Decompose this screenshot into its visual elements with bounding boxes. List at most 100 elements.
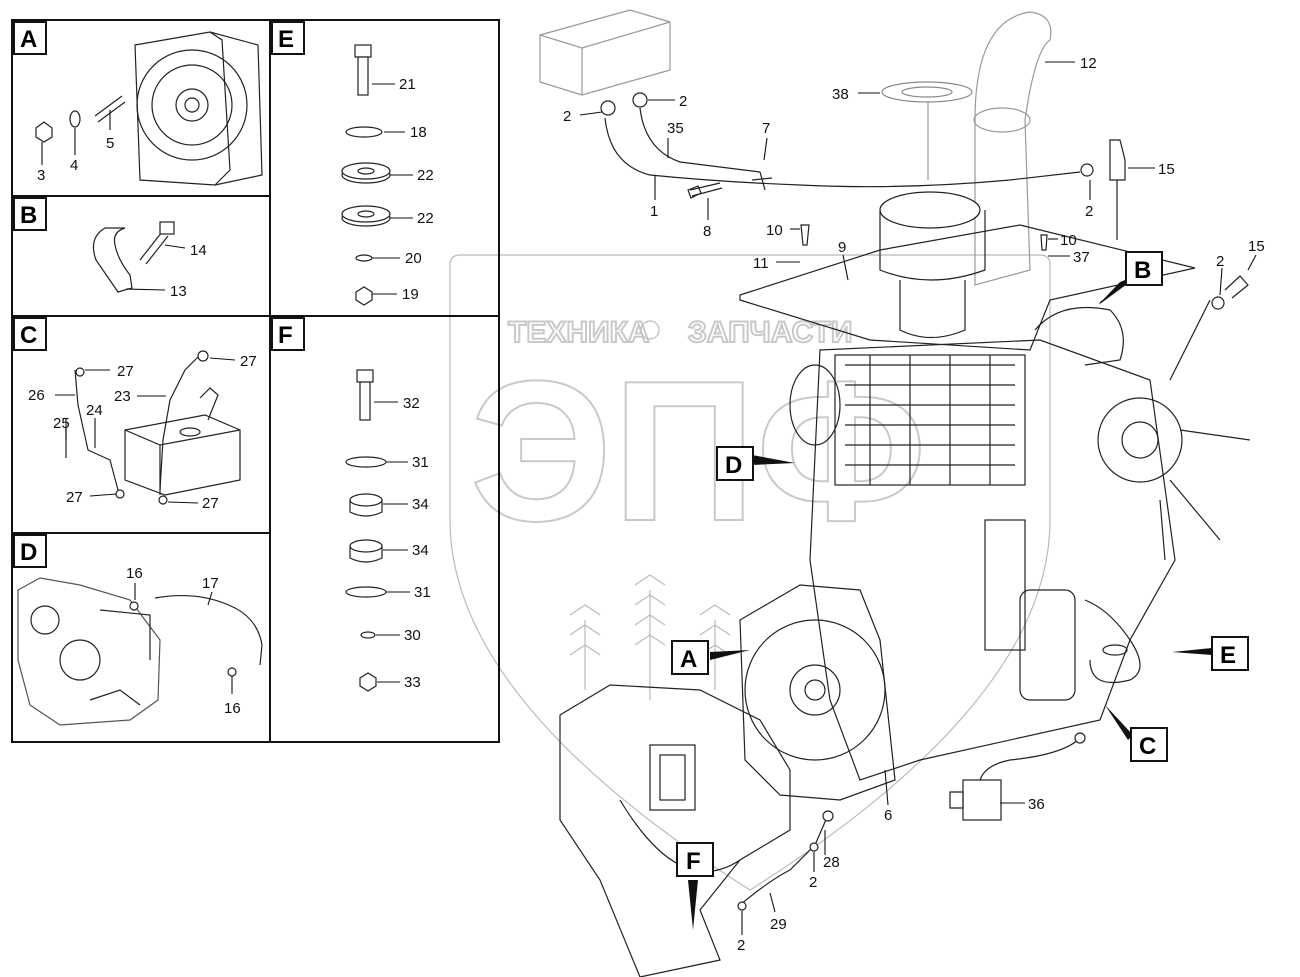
callouts: B D A E C F — [671, 251, 1249, 930]
label-7: 7 — [762, 120, 770, 137]
detail-e: E 21 18 22 22 20 19 — [271, 21, 434, 306]
label-20: 20 — [405, 250, 422, 267]
label-13: 13 — [170, 283, 187, 300]
detail-e-letter: E — [278, 26, 294, 53]
callout-d: D — [725, 452, 742, 479]
label-33: 33 — [404, 674, 421, 691]
label-3: 3 — [37, 167, 45, 184]
arrow-f-icon — [688, 880, 698, 930]
flywheel-housing-drawing — [134, 31, 263, 186]
label-10-a: 10 — [766, 222, 783, 239]
watermark-line1: ТЕХНИКА — [508, 316, 650, 349]
label-18: 18 — [410, 124, 427, 141]
engine-side-mini-drawing — [17, 577, 263, 726]
label-17: 17 — [202, 575, 219, 592]
label-31-2: 31 — [414, 584, 431, 601]
label-22-2: 22 — [417, 210, 434, 227]
label-14: 14 — [190, 242, 207, 259]
label-28: 28 — [823, 854, 840, 871]
label-2-f: 2 — [737, 937, 745, 954]
label-23: 23 — [114, 388, 131, 405]
label-37: 37 — [1073, 249, 1090, 266]
main-leader-lines — [579, 61, 1257, 935]
label-6: 6 — [884, 807, 892, 824]
label-9: 9 — [838, 239, 846, 256]
label-36: 36 — [1028, 796, 1045, 813]
label-10-b: 10 — [1060, 232, 1077, 249]
detail-b-letter: B — [20, 202, 37, 229]
engine-block-drawing — [789, 299, 1251, 781]
flywheel-housing-main-drawing — [739, 584, 896, 801]
label-11: 11 — [753, 255, 769, 272]
label-34-1: 34 — [412, 496, 429, 513]
label-2-d: 2 — [1216, 253, 1224, 270]
label-25: 25 — [53, 415, 70, 432]
label-27-c3: 27 — [66, 489, 83, 506]
tank-and-hoses-drawing — [65, 350, 241, 505]
cover-box-drawing — [539, 9, 671, 96]
air-filter-drawing — [879, 191, 986, 339]
callout-f: F — [686, 848, 701, 875]
gear-icon — [640, 320, 660, 340]
detail-b: B 14 13 — [13, 197, 207, 300]
main-labels: 12 38 2 2 35 7 15 2 1 8 10 11 9 10 37 15… — [563, 55, 1265, 954]
label-2-e: 2 — [809, 874, 817, 891]
label-32: 32 — [403, 395, 420, 412]
detail-d-letter: D — [20, 539, 37, 566]
transmission-drawing — [559, 684, 791, 977]
label-27-c1: 27 — [117, 363, 134, 380]
mount-stack-e-drawing — [341, 44, 391, 306]
label-38: 38 — [832, 86, 849, 103]
arrow-c-icon — [1105, 705, 1133, 740]
callout-e: E — [1220, 642, 1236, 669]
label-5: 5 — [106, 135, 114, 152]
label-27-c2: 27 — [240, 353, 257, 370]
label-12: 12 — [1080, 55, 1097, 72]
label-19: 19 — [402, 286, 419, 303]
label-4: 4 — [70, 157, 78, 174]
detail-d: D 16 17 16 — [13, 534, 263, 726]
label-15-b: 15 — [1248, 238, 1265, 255]
label-35: 35 — [667, 120, 684, 137]
label-16-d2: 16 — [224, 700, 241, 717]
label-31-1: 31 — [412, 454, 429, 471]
detail-f: F 32 31 34 34 31 30 33 — [271, 317, 431, 692]
callout-c: C — [1139, 733, 1156, 760]
exhaust-pipe-drawing — [973, 11, 1052, 286]
watermark: ТЕХНИКА ЗАПЧАСТИ ЭПФ — [449, 254, 1051, 891]
label-16-d1: 16 — [126, 565, 143, 582]
detail-a: A 3 4 5 — [13, 21, 263, 186]
label-30: 30 — [404, 627, 421, 644]
detail-a-letter: A — [20, 26, 37, 53]
arrow-a-icon — [710, 650, 750, 660]
watermark-wheat-icon — [569, 574, 731, 700]
label-2-a: 2 — [563, 108, 571, 125]
watermark-line2: ЗАПЧАСТИ — [688, 316, 852, 349]
callout-b: B — [1134, 257, 1151, 284]
mount-stack-f-drawing — [345, 369, 387, 692]
arrow-e-icon — [1172, 648, 1212, 655]
label-8: 8 — [703, 223, 711, 240]
main-engine-assembly — [539, 9, 1251, 977]
label-1: 1 — [650, 203, 658, 220]
label-24: 24 — [86, 402, 103, 419]
detail-panel-frame — [11, 19, 500, 743]
label-2-b: 2 — [679, 93, 687, 110]
label-15-a: 15 — [1158, 161, 1175, 178]
nut-washer-stud-drawing — [35, 95, 126, 143]
label-27-c4: 27 — [202, 495, 219, 512]
clamp-bolt-drawing — [92, 221, 175, 293]
detail-f-letter: F — [278, 322, 293, 349]
label-26: 26 — [28, 387, 45, 404]
detail-c-letter: C — [20, 322, 37, 349]
callout-a: A — [680, 646, 697, 673]
label-21: 21 — [399, 76, 416, 93]
label-22-1: 22 — [417, 167, 434, 184]
label-34-2: 34 — [412, 542, 429, 559]
label-2-c: 2 — [1085, 203, 1093, 220]
arrow-d-icon — [752, 455, 795, 465]
label-29: 29 — [770, 916, 787, 933]
watermark-big: ЭПФ — [470, 340, 927, 563]
detail-c: C 27 27 26 23 25 24 27 27 — [13, 317, 257, 512]
